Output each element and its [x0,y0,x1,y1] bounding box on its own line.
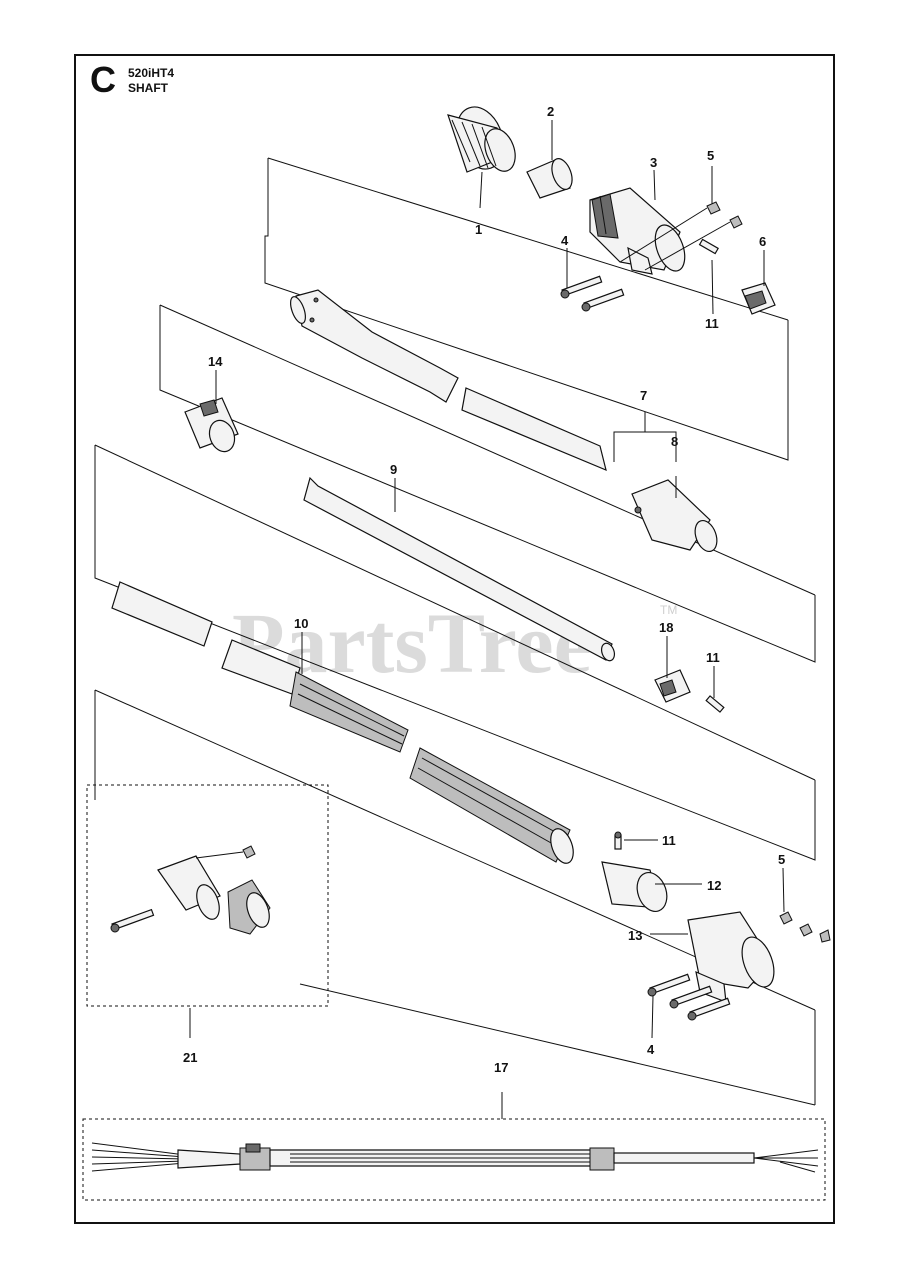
part-5-nuts-upper [619,201,743,271]
callout-labels: 1 2 3 4 5 6 11 14 7 8 9 10 18 11 11 12 5… [183,104,785,1075]
part-4-bolts-lower [647,973,731,1021]
callout-12: 12 [707,878,721,893]
callout-4-upper: 4 [561,233,569,248]
callout-7: 7 [640,388,647,403]
part-18-clamp [654,669,691,703]
part-6-clamp [741,282,776,315]
watermark-trademark: TM [660,603,677,617]
callout-4-lower: 4 [647,1042,655,1057]
part-1-coupling-nut [447,106,516,173]
callout-5-lower: 5 [778,852,785,867]
part-2-sleeve [526,158,573,199]
callout-6: 6 [759,234,766,249]
callout-11-lower: 11 [662,833,676,848]
part-10-grip-tube [111,581,574,864]
model-number: 520iHT4 [128,66,175,80]
callout-11-middle: 11 [706,650,720,665]
callout-14: 14 [208,354,223,369]
callout-18: 18 [659,620,673,635]
diagram-frame [74,54,835,1224]
part-17-kit-box [82,1092,826,1201]
callout-10: 10 [294,616,308,631]
part-5-nuts-lower [779,911,831,943]
callout-21: 21 [183,1050,197,1065]
part-7-upper-tube [290,289,607,472]
leader-lines [215,120,785,1039]
group-title: SHAFT [128,81,168,95]
part-14-clamp [184,397,239,453]
section-letter: C [90,59,116,100]
callout-13: 13 [628,928,642,943]
part-8-coupling [631,479,718,553]
upper-shaft-panel [264,157,789,461]
callout-11-upper: 11 [705,316,719,331]
part-3-housing [589,187,686,275]
callout-17: 17 [494,1060,508,1075]
part-11-screw-lower [614,831,622,850]
callout-8: 8 [671,434,678,449]
part-11-screw-upper [698,238,719,255]
part-9-inner-tube [303,476,616,662]
callout-1: 1 [475,222,482,237]
callout-3: 3 [650,155,657,170]
part-11-screw-middle [705,695,725,713]
callout-2: 2 [547,104,554,119]
part-4-bolts-upper [560,275,625,312]
callout-9: 9 [390,462,397,477]
part-12-coupling [601,861,668,912]
part-21-kit-box [86,784,329,1038]
part-13-housing [687,911,775,1003]
lower-shaft-panel [94,444,816,861]
callout-5-upper: 5 [707,148,714,163]
